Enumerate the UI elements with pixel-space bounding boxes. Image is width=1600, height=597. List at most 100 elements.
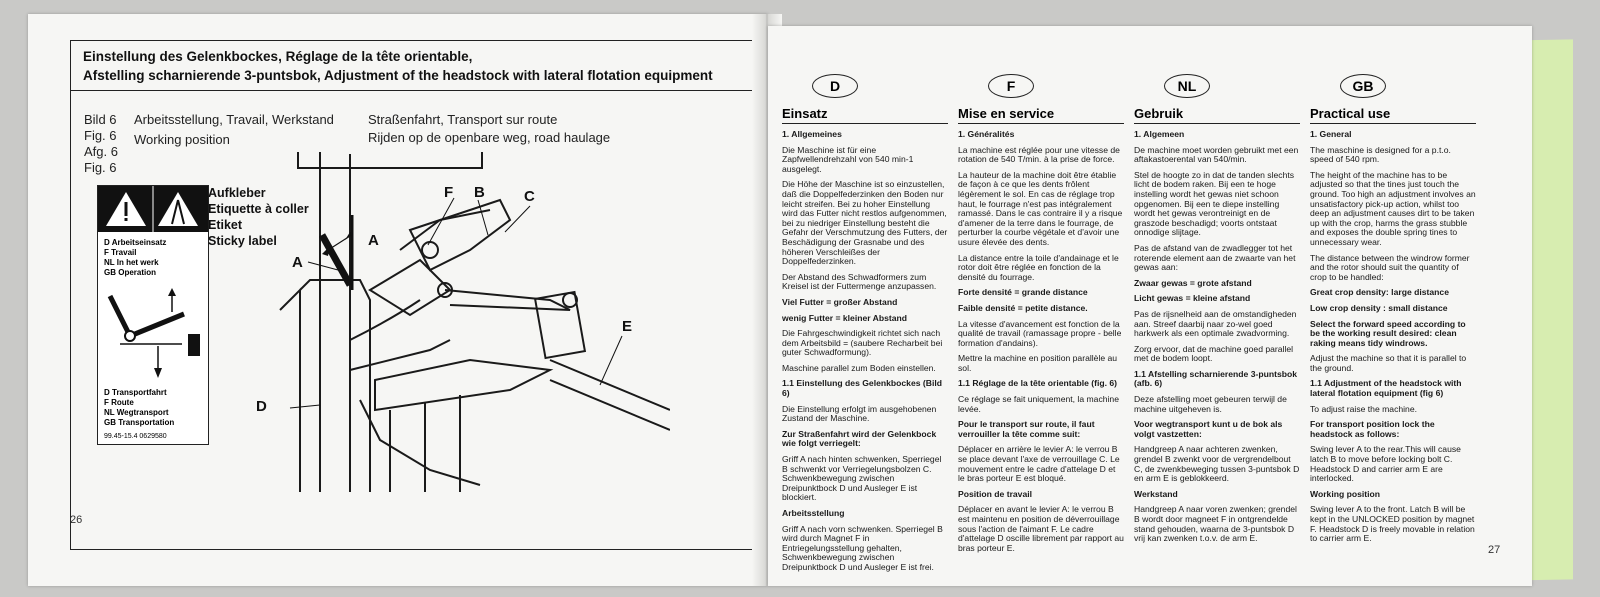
paragraph: Voor wegtransport kunt u de bok als volg… — [1134, 419, 1283, 439]
paragraph: 1. Généralités — [958, 129, 1015, 139]
paragraph: Stel de hoogte zo in dat de tanden slech… — [1134, 169, 1295, 238]
paragraph: 1.1 Afstelling scharnierende 3-puntsbok … — [1134, 368, 1297, 389]
diagram-label-a: A — [368, 232, 379, 249]
headstock-diagram: A A F B C D E — [250, 140, 671, 495]
paragraph: Zwaar gewas = grote afstand — [1134, 277, 1252, 288]
decal-bottom-line: F Route — [104, 398, 134, 407]
decal-top-line: F Travail — [104, 248, 137, 257]
paragraph: Die Maschine ist für eine Zapfwellendreh… — [782, 144, 914, 174]
paragraph: The maschine is designed for a p.t.o. sp… — [1310, 144, 1451, 165]
sticker-label: Etiquette à coller — [208, 202, 309, 216]
working-position-en-label: Working position — [134, 132, 230, 147]
paragraph: La distance entre la toile d'andainage e… — [958, 252, 1119, 282]
diagram-label-a: A — [292, 254, 303, 271]
decal-bottom-line: D Transportfahrt — [104, 388, 167, 397]
decal-bottom-line: NL Wegtransport — [104, 408, 169, 417]
paragraph: For transport position lock the headstoc… — [1310, 419, 1435, 439]
header-line-1: Einstellung des Gelenkbockes, Réglage de… — [83, 49, 473, 64]
paragraph: Die Einstellung erfolgt im ausgehobenen … — [782, 403, 937, 424]
language-badge: F — [988, 74, 1034, 98]
paragraph: 1.1 Adjustment of the headstock with lat… — [1310, 378, 1462, 399]
diagram-label-d: D — [256, 398, 267, 415]
paragraph: Pas de rijsnelheid aan de omstandigheden… — [1134, 308, 1297, 339]
figure-ref: Fig. 6 — [84, 160, 117, 175]
paragraph: The height of the machine has to be adju… — [1310, 169, 1476, 247]
column-title: Einsatz — [782, 98, 948, 124]
decal-top-line: GB Operation — [104, 268, 157, 277]
paragraph: Maschine parallel zum Boden einstellen. — [782, 362, 936, 373]
paragraph: Pour le transport sur route, il faut ver… — [958, 419, 1095, 439]
paragraph: 1.1 Réglage de la tête orientable (fig. … — [958, 378, 1118, 389]
diagram-label-f: F — [444, 184, 454, 201]
paragraph: La vitesse d'avancement est fonction de … — [958, 318, 1122, 348]
sticker-label: Etiket — [208, 218, 243, 232]
language-badge: GB — [1340, 74, 1386, 98]
paragraph: Griff A nach vorn schwenken. Sperriegel … — [782, 523, 943, 572]
paragraph: Déplacer en avant le levier A: le verrou… — [958, 504, 1124, 553]
warning-decal: D Arbeitseinsatz F Travail NL In het wer… — [97, 185, 209, 445]
paragraph: Werkstand — [1134, 488, 1178, 499]
paragraph: La machine est réglée pour une vitesse d… — [958, 144, 1120, 165]
paragraph: The distance between the windrow former … — [1310, 252, 1470, 282]
sticker-label: Sticky label — [208, 234, 277, 248]
figure-frame: Einstellung des Gelenkbockes, Réglage de… — [70, 40, 758, 550]
figure-ref: Bild 6 — [84, 112, 117, 127]
headstock-drawing — [279, 152, 671, 495]
diagram-label-e: E — [622, 318, 633, 335]
paragraph: Low crop density : small distance — [1310, 302, 1448, 313]
language-badge: NL — [1164, 74, 1210, 98]
decal-top-line: D Arbeitseinsatz — [104, 238, 167, 247]
paragraph: La hauteur de la machine doit être établ… — [958, 169, 1123, 247]
paragraph: Zorg ervoor, dat de machine goed paralle… — [1134, 343, 1294, 364]
paragraph: Forte densité = grande distance — [958, 287, 1088, 298]
decal-bottom-line: GB Transportation — [104, 418, 175, 427]
paragraph: Swing lever A to the front. Latch B will… — [1310, 504, 1475, 544]
figure-refs: Bild 6 Fig. 6 Afg. 6 Fig. 6 — [84, 112, 118, 176]
paragraph: Griff A nach hinten schwenken, Sperriege… — [782, 454, 942, 503]
paragraph: Mettre la machine en position parallèle … — [958, 353, 1118, 373]
decal-top-line: NL In het werk — [104, 258, 159, 267]
paragraph: 1. General — [1310, 129, 1352, 139]
paragraph: Der Abstand des Schwadformers zum Kreise… — [782, 271, 937, 292]
paragraph: Position de travail — [958, 488, 1033, 499]
paragraph: Deze afstelling moet gebeuren terwijl de… — [1134, 394, 1287, 414]
page-number-left: 26 — [70, 514, 83, 526]
diagram-label-c: C — [524, 188, 535, 205]
sticker-labels: Aufkleber Etiquette à coller Etiket Stic… — [208, 185, 309, 249]
paragraph: Viel Futter = großer Abstand — [782, 296, 898, 307]
figure-header: Einstellung des Gelenkbockes, Réglage de… — [71, 41, 757, 91]
column-title: Gebruik — [1134, 98, 1300, 124]
header-line-2: Afstelling scharnierende 3-puntsbok, Adj… — [83, 68, 713, 83]
transport-en-label: Rijden op de openbare weg, road haulage — [368, 130, 611, 145]
paragraph: Working position — [1310, 488, 1381, 499]
working-position-label: Arbeitsstellung, Travail, Werkstand — [134, 112, 334, 127]
paragraph: Pas de afstand van de zwadlegger tot het… — [1134, 242, 1296, 273]
paragraph: To adjust raise the machine. — [1310, 403, 1418, 414]
paragraph: wenig Futter = kleiner Abstand — [782, 312, 908, 323]
column-title: Practical use — [1310, 98, 1476, 124]
lever-position-icon — [107, 288, 200, 378]
paragraph: Licht gewas = kleine afstand — [1134, 293, 1251, 304]
paragraph: Adjust the machine so that it is paralle… — [1310, 353, 1467, 373]
column-body: 1. Généralités La machine est réglée pour… — [958, 129, 1124, 553]
sticker-label: Aufkleber — [208, 186, 266, 200]
paragraph: Ce réglage se fait uniquement, la machin… — [958, 394, 1119, 414]
transport-label: Straßenfahrt, Transport sur route — [368, 112, 558, 127]
paragraph: Swing lever A to the rear.This will caus… — [1310, 444, 1461, 484]
paragraph: Handgreep A naar achteren zwenken, grend… — [1134, 444, 1300, 484]
page-number-right: 27 — [1488, 544, 1501, 556]
diagram-label-b: B — [474, 184, 485, 201]
paragraph: Faible densité = petite distance. — [958, 302, 1088, 313]
paragraph: Déplacer en arrière le levier A: le verr… — [958, 444, 1120, 484]
paragraph: Great crop density: large distance — [1310, 287, 1449, 298]
paragraph: Arbeitsstellung — [782, 508, 845, 518]
paragraph: Handgreep A naar voren zwenken; grendel … — [1134, 504, 1297, 544]
decal-part-code: 99.45-15.4 0629580 — [104, 433, 167, 440]
